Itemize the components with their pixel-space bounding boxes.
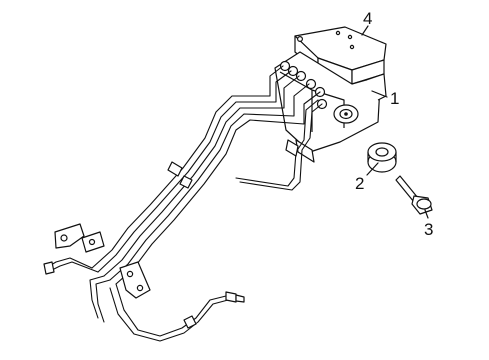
- callout-3: 3: [424, 220, 433, 239]
- callout-4: 4: [363, 9, 372, 28]
- brake-tube-bundle: [43, 65, 323, 342]
- grommet-part: [367, 142, 397, 173]
- callout-1: 1: [390, 89, 399, 108]
- leader-lines: [361, 25, 429, 219]
- callout-2: 2: [355, 174, 364, 193]
- bolt-part: [395, 175, 433, 215]
